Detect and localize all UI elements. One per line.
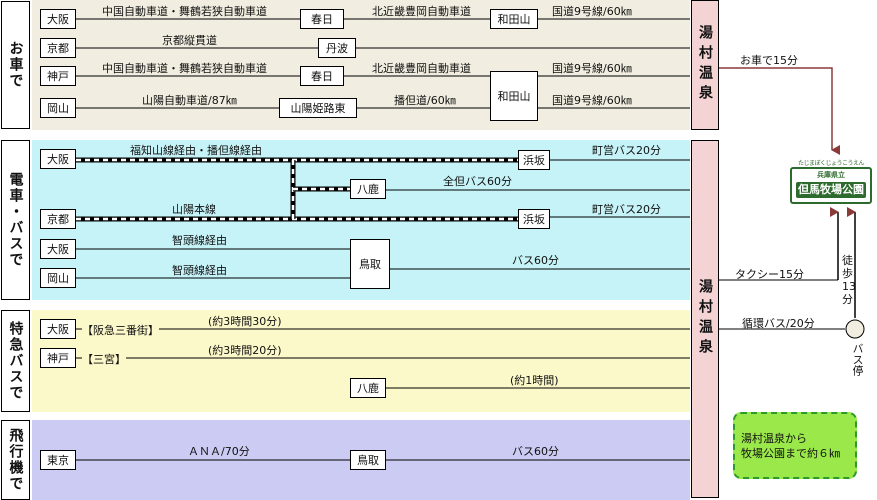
bus-town-2: 町営バス20分 [592, 203, 661, 216]
bus-60-train: バス60分 [512, 254, 559, 267]
route9-3: 国道9号線/60㎞ [552, 94, 632, 107]
route9-2: 国道9号線/60㎞ [552, 62, 632, 75]
car-wadayama-box-2: 和田山 [490, 71, 538, 121]
plane-ana: ＡＮＡ/70分 [188, 445, 250, 458]
walk-label: 徒歩13分 [842, 254, 856, 306]
train-kyoto-box: 京都 [40, 209, 76, 229]
onsen-car: 湯村温泉 [691, 0, 719, 130]
route-chizu-2: 智頭線経由 [172, 264, 227, 277]
bus-town-1: 町営バス20分 [592, 144, 661, 157]
route-chugoku-maizuru-1: 中国自動車道・舞鶴若狭自動車道 [102, 5, 267, 18]
route-chizu-1: 智頭線経由 [172, 234, 227, 247]
park-name: 但馬牧場公園 [796, 182, 866, 198]
park-pref: 兵庫県立 [817, 171, 845, 179]
train-yoka-box: 八鹿 [350, 179, 386, 199]
car-wadayama-box-1: 和田山 [490, 9, 538, 29]
route-sanyo-expressway: 山陽自動車道/87㎞ [142, 94, 237, 107]
distance-note: 湯村温泉から 牧場公園まで約６㎞ [733, 412, 857, 479]
car-kobe-box: 神戸 [40, 66, 76, 86]
route9-1: 国道9号線/60㎞ [552, 5, 632, 18]
park-sign: たじまぼくじょうこうえん 兵庫県立 但馬牧場公園 [790, 158, 872, 204]
plane-tokyo-box: 東京 [40, 450, 76, 470]
bus-zentan: 全但バス60分 [443, 175, 512, 188]
bus-stop-icon [845, 319, 865, 339]
onsen-transit-label: 湯村温泉 [697, 279, 713, 359]
route-kitakinki-2: 北近畿豊岡自動車道 [372, 62, 471, 75]
category-plane-label: 飛行機で [7, 428, 24, 492]
car-okayama-box: 岡山 [40, 98, 76, 118]
route-bantan: 播但道/60㎞ [394, 94, 456, 107]
rail-lines [76, 157, 518, 222]
express-kobe-stop: 【三宮】 [82, 351, 126, 367]
category-car: お車で [1, 1, 30, 129]
route-sanyo-line: 山陽本線 [172, 203, 216, 216]
note-line-2: 牧場公園まで約６㎞ [741, 446, 840, 460]
train-okayama-box: 岡山 [40, 268, 76, 288]
car-sanyo-himeji-box: 山陽姫路東 [279, 98, 357, 118]
train-osaka-box: 大阪 [40, 149, 76, 169]
car-kasuga-box-1: 春日 [300, 9, 344, 29]
onsen-car-label: 湯村温泉 [697, 25, 713, 105]
category-train-label: 電車・バスで [7, 172, 24, 268]
onsen-transit: 湯村温泉 [691, 140, 719, 498]
route-kyoto-jukan: 京都縦貫道 [162, 34, 217, 47]
car-kasuga-box-2: 春日 [300, 66, 344, 86]
route-chugoku-maizuru-2: 中国自動車道・舞鶴若狭自動車道 [102, 62, 267, 75]
train-hamasaka-box-2: 浜坂 [518, 209, 550, 229]
car-arrow [719, 67, 840, 155]
park-ruby: たじまぼくじょうこうえん [797, 160, 865, 167]
express-kobe-box: 神戸 [40, 348, 76, 368]
loop-bus-label: 循環バス/20分 [742, 317, 815, 330]
car-osaka-box: 大阪 [40, 9, 76, 29]
category-plane: 飛行機で [1, 420, 30, 500]
park-board: 兵庫県立 但馬牧場公園 [790, 167, 872, 204]
car-kyoto-box: 京都 [40, 38, 76, 58]
route-kitakinki-1: 北近畿豊岡自動車道 [372, 5, 471, 18]
category-express-label: 特急バスで [7, 321, 24, 401]
train-osaka2-box: 大阪 [40, 239, 76, 259]
express-osaka-box: 大阪 [40, 319, 76, 339]
express-osaka-stop: 【阪急三番街】 [82, 322, 159, 338]
express-yoka-box: 八鹿 [350, 378, 386, 398]
category-car-label: お車で [7, 41, 24, 89]
express-time-osaka: (約3時間30分) [208, 315, 282, 328]
taxi-15-label: タクシー15分 [735, 268, 804, 281]
bus-stop-label: バス停 [851, 343, 864, 376]
plane-bus-60: バス60分 [512, 445, 559, 458]
car-tanba-box: 丹波 [318, 38, 356, 58]
express-time-kobe: (約3時間20分) [208, 344, 282, 357]
express-time-yoka: (約1時間) [510, 374, 559, 387]
train-hamasaka-box-1: 浜坂 [518, 150, 550, 170]
note-line-1: 湯村温泉から [741, 431, 807, 445]
category-train: 電車・バスで [1, 140, 30, 300]
plane-tottori-box: 鳥取 [350, 450, 386, 470]
category-express: 特急バスで [1, 310, 30, 412]
train-tottori-box: 鳥取 [350, 239, 390, 289]
car-15-label: お車で15分 [740, 54, 798, 67]
route-fukuchiyama: 福知山線経由・播但線経由 [130, 144, 262, 157]
